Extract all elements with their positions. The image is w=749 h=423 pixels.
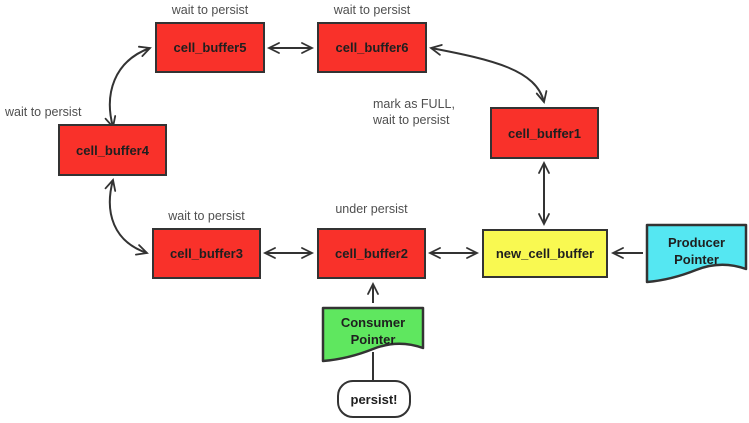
- node-label: persist!: [350, 391, 398, 407]
- annotation-buffer4: wait to persist: [5, 105, 82, 119]
- node-cell-buffer1: cell_buffer1: [490, 107, 599, 159]
- node-cell-buffer2: cell_buffer2: [317, 228, 426, 279]
- node-consumer-pointer: Consumer Pointer: [321, 306, 425, 367]
- node-cell-buffer4: cell_buffer4: [58, 124, 167, 176]
- node-label: cell_buffer2: [335, 246, 408, 261]
- node-cell-buffer3: cell_buffer3: [152, 228, 261, 279]
- node-new-cell-buffer: new_cell_buffer: [482, 229, 608, 278]
- node-label: cell_buffer6: [335, 40, 409, 55]
- node-label: cell_buffer3: [170, 246, 243, 261]
- annotation-buffer6: wait to persist: [333, 3, 411, 17]
- document-shape: [645, 223, 748, 284]
- edge-buffer6-buffer1: [429, 44, 548, 104]
- document-shape: [321, 306, 425, 363]
- annotation-buffer3: wait to persist: [168, 209, 245, 223]
- node-cell-buffer5: cell_buffer5: [155, 22, 265, 73]
- node-producer-pointer: Producer Pointer: [645, 223, 748, 290]
- node-persist: persist!: [337, 380, 411, 418]
- node-label: cell_buffer1: [508, 125, 581, 141]
- node-cell-buffer6: cell_buffer6: [317, 22, 427, 73]
- annotation-buffer2: under persist: [335, 202, 408, 216]
- edge-buffer4-buffer5: [104, 45, 152, 129]
- node-label: cell_buffer5: [173, 40, 247, 55]
- annotation-buffer5: wait to persist: [171, 3, 249, 17]
- node-label: new_cell_buffer: [495, 246, 595, 261]
- edge-buffer4-buffer3: [104, 178, 149, 256]
- annotation-buffer1: mark as FULL, wait to persist: [373, 97, 455, 127]
- node-label: cell_buffer4: [76, 142, 149, 158]
